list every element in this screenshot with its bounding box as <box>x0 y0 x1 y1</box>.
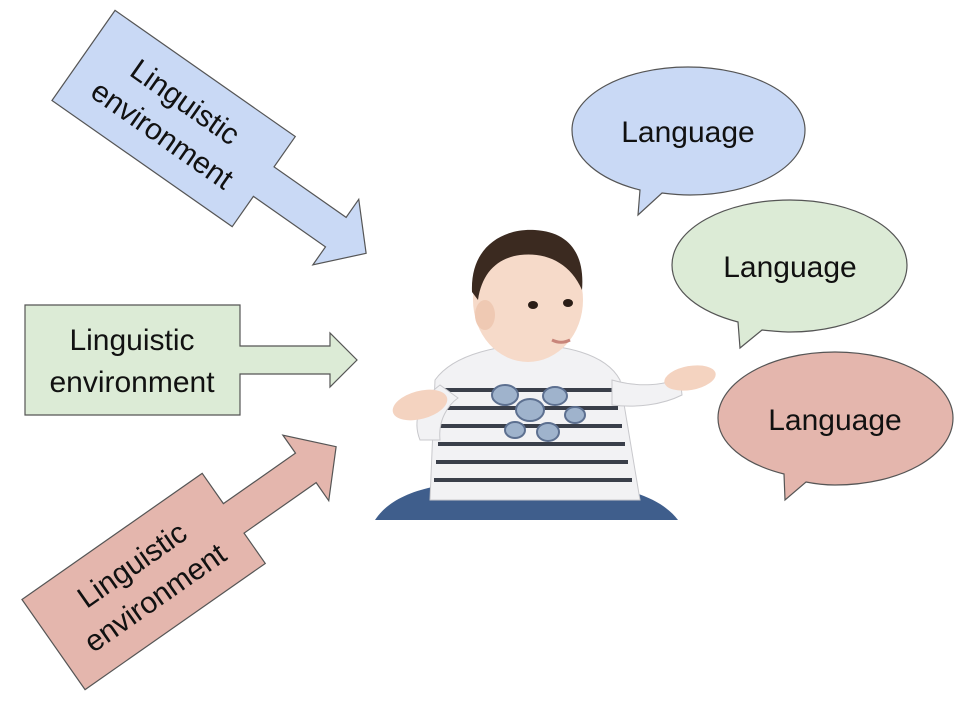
baby-right-arm <box>611 377 683 407</box>
baby-hair <box>471 229 583 300</box>
sweater-stripes <box>434 388 632 482</box>
arrow-top: Linguistic environment <box>51 9 367 266</box>
bubble-middle: Language <box>671 199 908 350</box>
baby-mouth <box>551 338 571 344</box>
baby-eye-right <box>563 299 573 307</box>
baby-eye-left <box>528 301 538 309</box>
arrow-middle-label-line2: environment <box>49 366 215 399</box>
bubble-top-text: Language <box>621 116 754 149</box>
arrow-bottom-shape <box>21 434 337 691</box>
baby-left-hand <box>392 389 448 421</box>
sweater-necklace-print <box>491 384 586 442</box>
bubble-middle-shape <box>671 199 908 350</box>
arrow-middle: Linguistic environment <box>24 304 358 416</box>
bubble-bottom-shape <box>717 351 954 502</box>
bubble-top: Language <box>571 66 806 217</box>
bubble-top-shape <box>571 66 806 217</box>
bubble-bottom: Language <box>717 351 954 502</box>
baby-sweater <box>429 344 641 501</box>
arrow-middle-shape <box>24 304 358 416</box>
baby-right-hand <box>664 365 716 391</box>
baby-face <box>473 238 583 362</box>
arrow-middle-label-line1: Linguistic <box>69 324 194 357</box>
arrow-top-shape <box>51 9 367 266</box>
baby-photo <box>375 229 716 520</box>
baby-ear <box>475 300 495 330</box>
bubble-middle-text: Language <box>723 251 856 284</box>
arrow-bottom: Linguistic environment <box>21 434 337 691</box>
bubble-bottom-text: Language <box>768 404 901 437</box>
